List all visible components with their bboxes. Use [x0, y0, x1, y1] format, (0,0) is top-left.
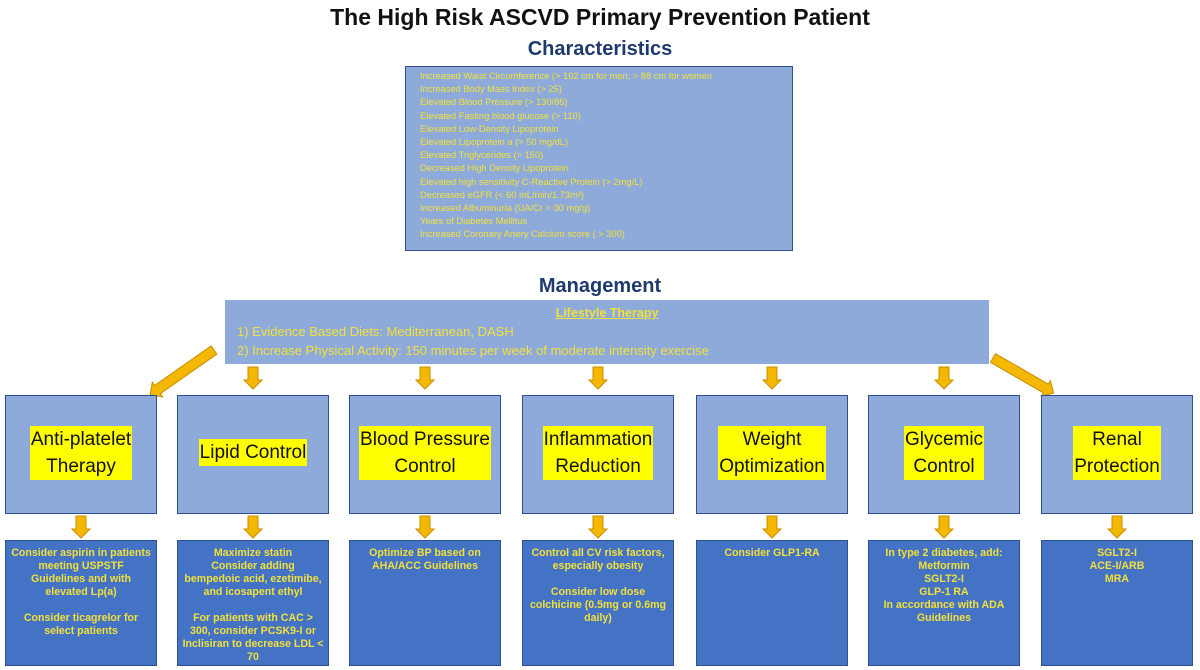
lifestyle-item: 1) Evidence Based Diets: Mediterranean, … — [237, 324, 514, 339]
characteristics-heading: Characteristics — [527, 38, 673, 60]
recommendation-box: Control all CV risk factors, especially … — [522, 540, 674, 666]
arrow-down-icon — [1106, 515, 1128, 539]
arrow-down-icon — [242, 515, 264, 539]
characteristic-item: Years of Diabetes Mellitus — [420, 216, 528, 227]
recommendation-box: Consider GLP1-RA — [696, 540, 848, 666]
characteristic-item: Elevated Blood Pressure (> 130/85) — [420, 97, 568, 108]
recommendation-box: Consider aspirin in patients meeting USP… — [5, 540, 157, 666]
arrow-down-icon — [149, 345, 218, 398]
arrow-down-icon — [414, 515, 436, 539]
lifestyle-therapy-title: Lifestyle Therapy — [555, 306, 659, 320]
arrow-down-icon — [761, 366, 783, 390]
characteristic-item: Decreased High Density Lipoprotein — [420, 163, 569, 174]
recommendation-box: Optimize BP based on AHA/ACC Guidelines — [349, 540, 501, 666]
arrow-down-icon — [761, 515, 783, 539]
arrow-down-icon — [933, 515, 955, 539]
characteristic-item: Elevated Fasting blood glucose (> 110) — [420, 110, 581, 121]
recommendation-box: SGLT2-I ACE-I/ARB MRA — [1041, 540, 1193, 666]
category-label: Lipid Control — [198, 439, 308, 466]
characteristic-item: Elevated high sensitivity C-Reactive Pro… — [420, 176, 643, 187]
characteristic-item: Decreased eGFR (< 60 mL/min/1.73m²) — [420, 189, 585, 200]
arrow-down-icon — [587, 366, 609, 390]
arrow-down-icon — [587, 515, 609, 539]
arrow-down-icon — [414, 366, 436, 390]
characteristic-item: Increased Waist Circumference (> 102 cm … — [420, 71, 713, 81]
recommendation-box: In type 2 diabetes, add: Metformin SGLT2… — [868, 540, 1020, 666]
category-box: Lipid Control — [177, 395, 329, 514]
characteristic-item: Elevated Lipoprotein a (> 50 mg/dL) — [420, 137, 569, 148]
management-heading: Management — [538, 275, 662, 297]
characteristic-item: Elevated Triglycerides (> 150) — [420, 150, 544, 161]
lifestyle-therapy-box: Lifestyle Therapy 1) Evidence Based Diet… — [225, 300, 989, 364]
characteristic-item: Increased Albuminuria (UA/Cr > 30 mg/g) — [420, 203, 591, 214]
arrow-down-icon — [989, 352, 1055, 398]
arrow-down-icon — [70, 515, 92, 539]
characteristic-item: Elevated Low-Density Lipoprotein — [420, 123, 559, 134]
lifestyle-item: 2) Increase Physical Activity: 150 minut… — [237, 343, 709, 358]
characteristic-item: Increased Body Mass Index (> 25) — [420, 84, 562, 95]
characteristic-item: Increased Coronary Artery Calcium score … — [420, 229, 625, 240]
page-title: The High Risk ASCVD Primary Prevention P… — [330, 4, 870, 30]
arrow-down-icon — [242, 366, 264, 390]
characteristics-box: Increased Waist Circumference (> 102 cm … — [405, 66, 793, 251]
arrow-down-icon — [933, 366, 955, 390]
recommendation-box: Maximize statin Consider adding bempedoi… — [177, 540, 329, 666]
